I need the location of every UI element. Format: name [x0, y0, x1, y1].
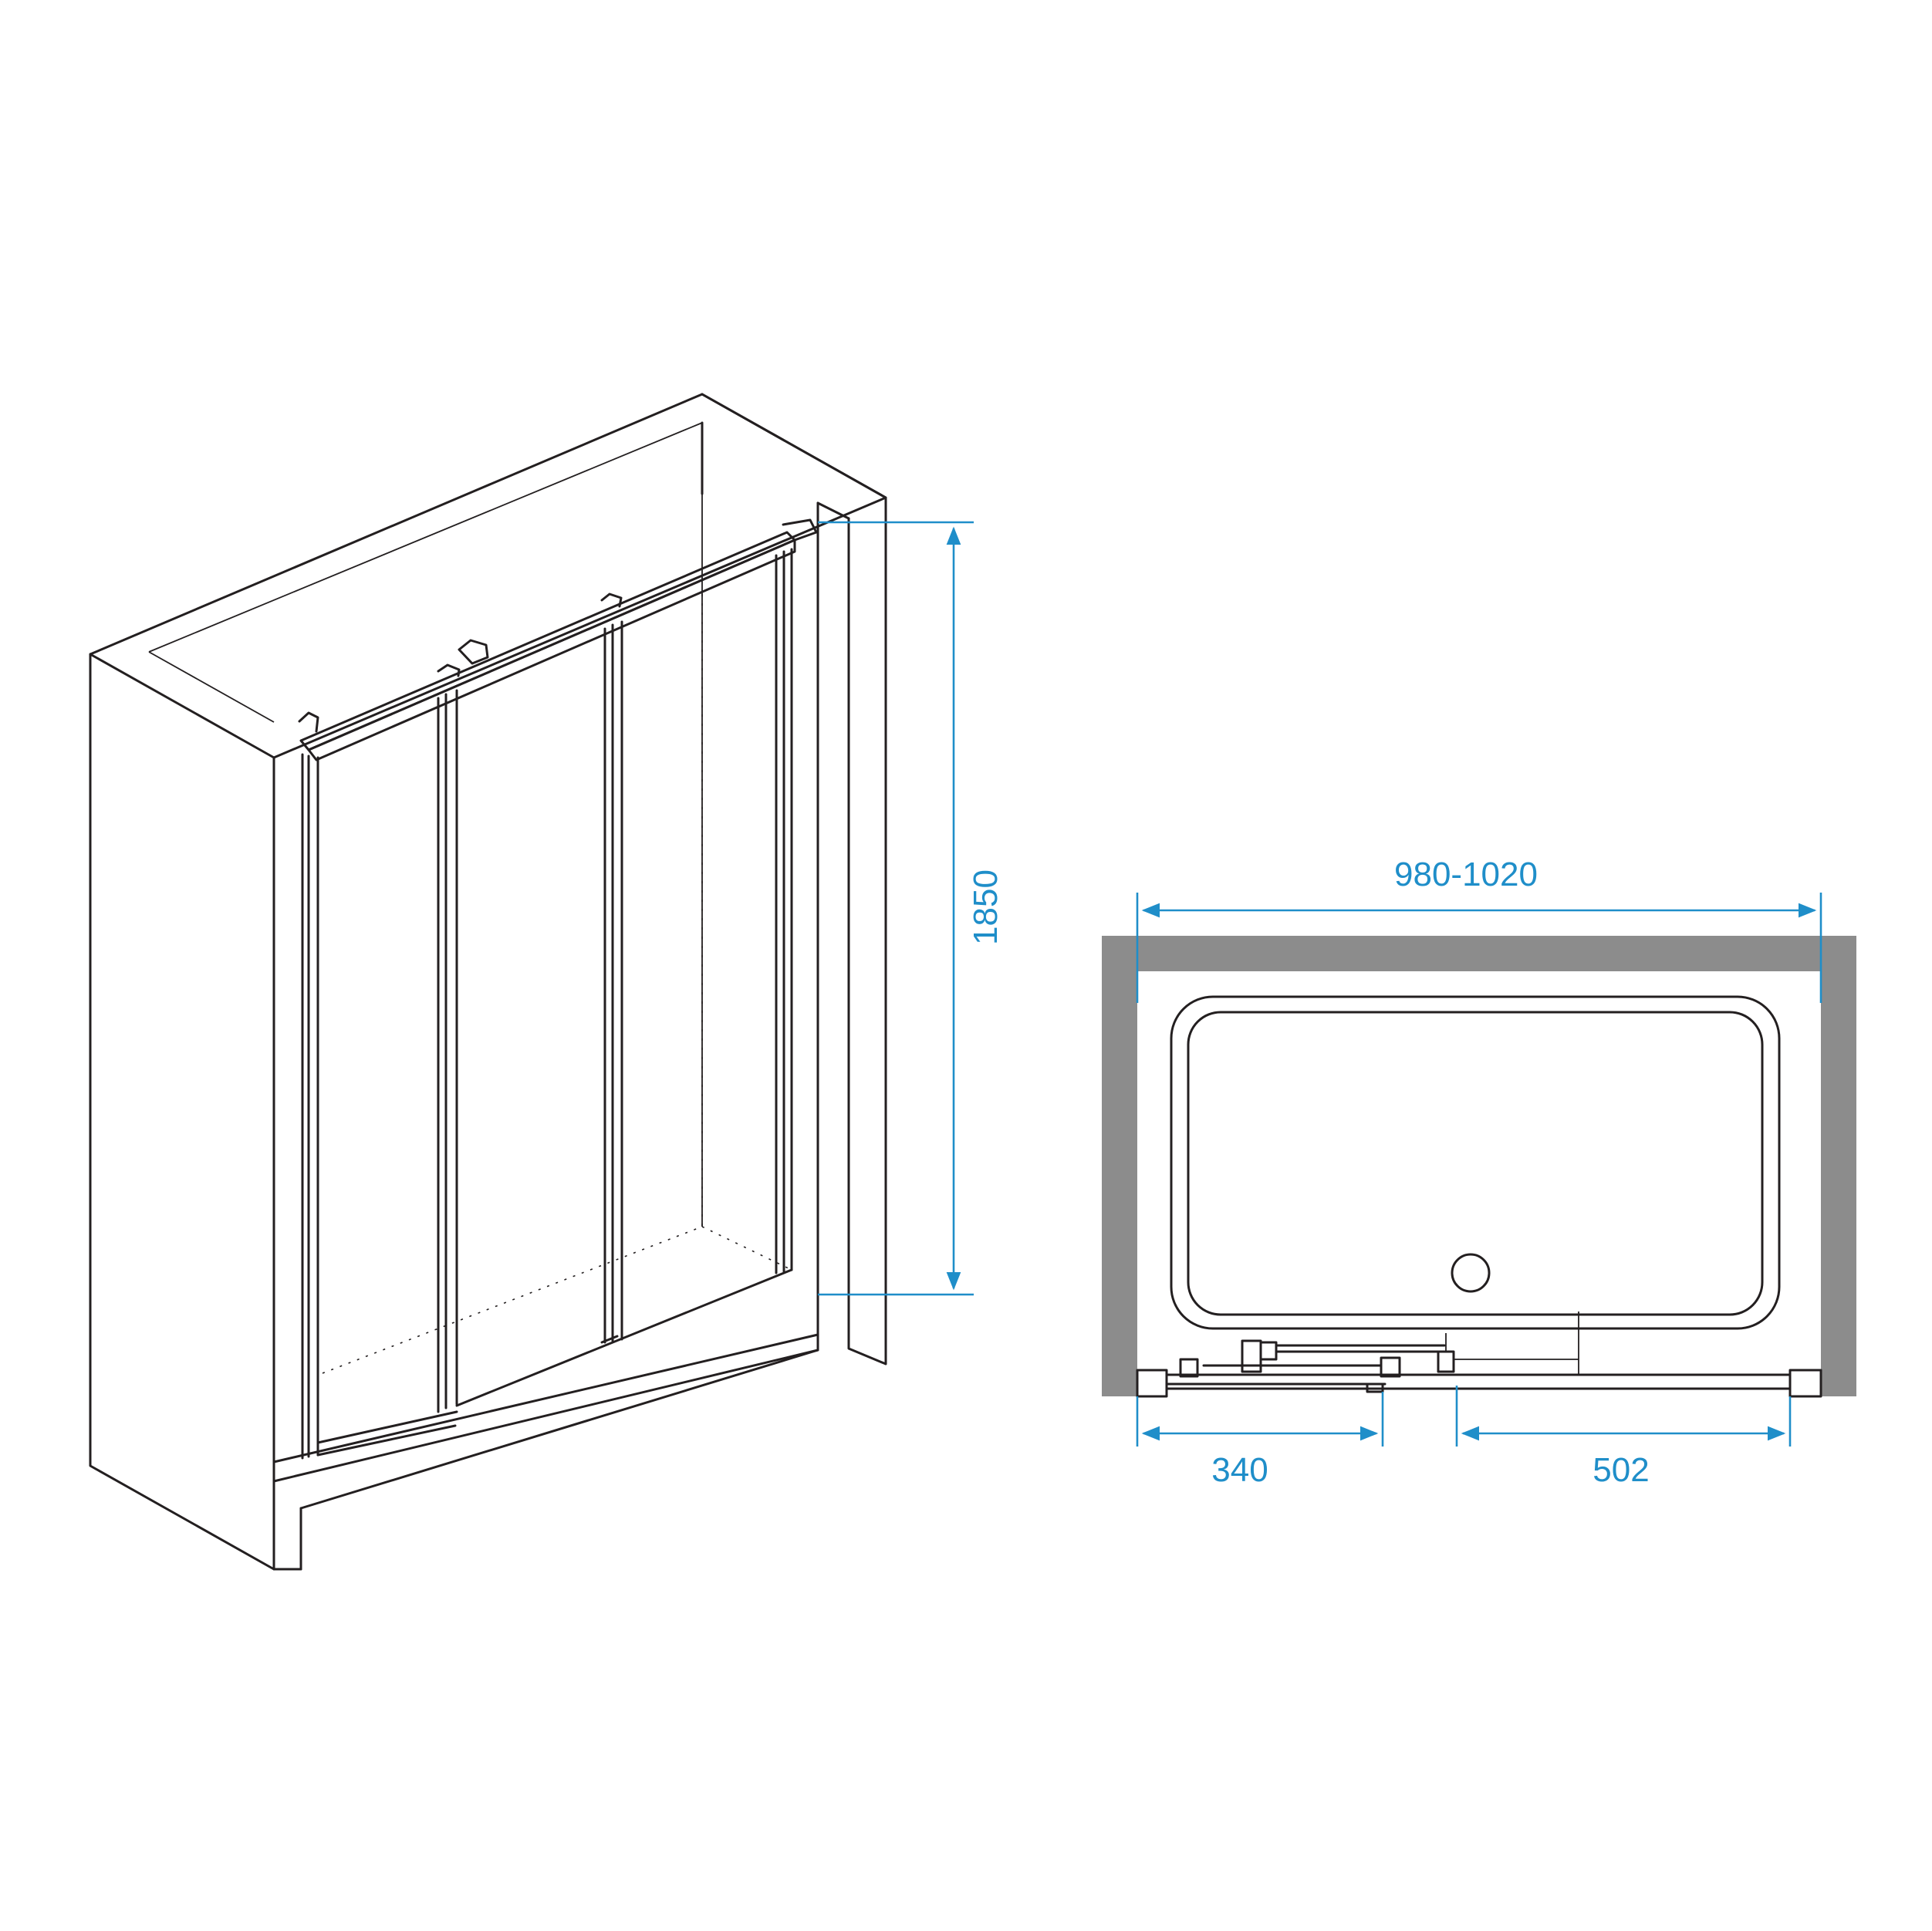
fixed-panel-label: 340	[1211, 1451, 1268, 1489]
isometric-view: 1850	[89, 393, 1005, 1571]
plan-walls	[1102, 936, 1856, 1396]
drain-icon	[1451, 1253, 1491, 1293]
opening-label: 502	[1593, 1451, 1649, 1489]
hidden-edges	[322, 594, 792, 1374]
top-rail	[298, 518, 818, 761]
glass-panels	[301, 548, 793, 1460]
width-dimension: 980-1020	[1136, 856, 1822, 1003]
fixed-panel-dimension: 340	[1136, 1392, 1384, 1489]
plan-door-profile	[1136, 1312, 1822, 1398]
plan-view: 980-1020 340 502	[1102, 856, 1856, 1489]
height-dimension: 1850	[818, 521, 1005, 1296]
width-label: 980-1020	[1394, 856, 1538, 893]
opening-dimension: 502	[1455, 1386, 1792, 1489]
bathtub	[1170, 995, 1781, 1330]
bath-panel	[272, 1333, 819, 1571]
height-label: 1850	[967, 869, 1005, 945]
